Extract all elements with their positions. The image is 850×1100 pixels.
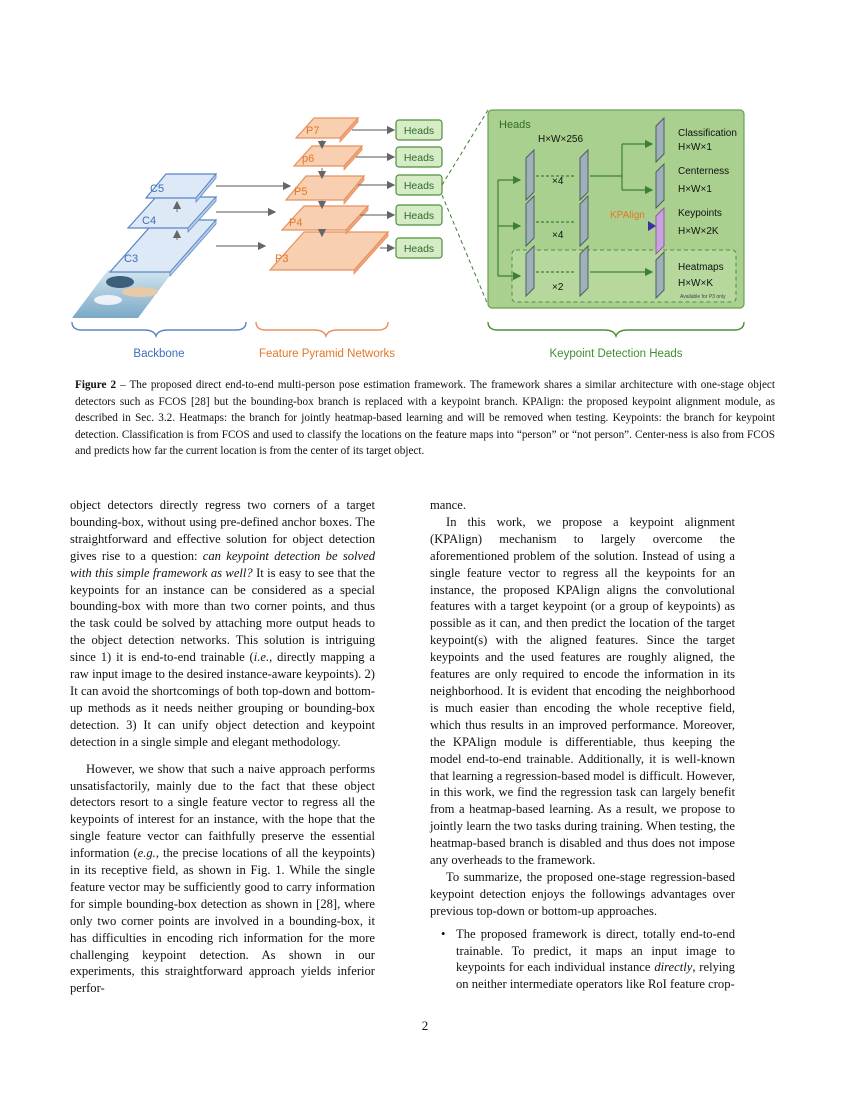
heads-box-p6: Heads xyxy=(395,146,443,168)
output-keypoints-name: Keypoints xyxy=(678,208,722,219)
right-paragraph-1: In this work, we propose a keypoint alig… xyxy=(430,514,735,868)
keypoints-output-map xyxy=(655,206,665,256)
heads-label: Keypoint Detection Heads xyxy=(550,348,683,360)
svg-text:Heads: Heads xyxy=(404,152,434,164)
fpn-to-heads-arrows xyxy=(352,125,396,253)
left-paragraph-1: object detectors directly regress two co… xyxy=(70,498,375,749)
left-paragraph-2: However, we show that such a naive appro… xyxy=(70,761,375,996)
p7-label: P7 xyxy=(306,125,319,137)
output-heatmaps-dims: H×W×K xyxy=(678,278,713,289)
heads-box-p3: Heads xyxy=(395,237,443,259)
left-column: object detectors directly regress two co… xyxy=(70,497,375,997)
p4-label: P4 xyxy=(289,217,302,229)
input-image xyxy=(72,270,174,318)
bullet-icon: • xyxy=(441,926,446,941)
repeat-x2: ×2 xyxy=(552,282,564,293)
svg-text:Heads: Heads xyxy=(404,210,434,222)
fpn-p7-layer: P7 xyxy=(294,116,360,144)
output-keypoints-dims: H×W×2K xyxy=(678,226,719,237)
kpalign-label: KPAlign xyxy=(610,210,645,221)
p3-only-note: Available for P3 only xyxy=(680,294,726,300)
heads-detail-panel: Heads H×W×256 xyxy=(487,109,745,309)
p5-label: P5 xyxy=(294,186,307,198)
output-classification-dims: H×W×1 xyxy=(678,142,712,153)
heatmap-branch-region xyxy=(511,249,737,303)
fpn-p5-layer: P5 xyxy=(284,174,366,206)
c4-label: C4 xyxy=(142,215,156,227)
caption-label: Figure 2 xyxy=(75,379,117,391)
backbone-brace xyxy=(71,321,247,339)
p6-label: p6 xyxy=(302,153,314,165)
svg-text:Heads: Heads xyxy=(404,125,434,137)
svg-text:Heads: Heads xyxy=(404,180,434,192)
right-paragraph-0: mance. xyxy=(430,498,467,512)
heads-box-p7: Heads xyxy=(395,119,443,141)
detail-title: Heads xyxy=(499,119,531,131)
fpn-label: Feature Pyramid Networks xyxy=(259,348,395,360)
backbone-c4-layer: C4 xyxy=(126,195,218,234)
architecture-diagram: C3 C4 C5 P3 P4 P5 p6 xyxy=(71,109,745,360)
lateral-connections xyxy=(216,181,292,251)
output-heatmaps-name: Heatmaps xyxy=(678,262,724,273)
heads-box-p4: Heads xyxy=(395,204,443,226)
fpn-p3-layer: P3 xyxy=(268,230,390,276)
backbone-c5-layer: C5 xyxy=(144,172,218,204)
fpn-p4-layer: P4 xyxy=(280,204,370,236)
heads-brace xyxy=(487,321,745,339)
backbone-label: Backbone xyxy=(133,348,184,360)
right-column: mance. In this work, we propose a keypoi… xyxy=(430,497,735,993)
figure-caption: Figure 2 – The proposed direct end-to-en… xyxy=(75,377,775,460)
output-centerness-name: Centerness xyxy=(678,166,729,177)
detail-connectors xyxy=(441,109,489,306)
repeat-x4-a: ×4 xyxy=(552,176,564,187)
figure-2: C3 C4 C5 P3 P4 P5 p6 xyxy=(60,100,800,370)
caption-text: – The proposed direct end-to-end multi-p… xyxy=(75,379,775,458)
advantages-list: •The proposed framework is direct, total… xyxy=(430,926,735,994)
output-centerness-dims: H×W×1 xyxy=(678,184,712,195)
c5-label: C5 xyxy=(150,183,164,195)
svg-text:Heads: Heads xyxy=(404,243,434,255)
output-classification-name: Classification xyxy=(678,128,737,139)
heads-box-p5: Heads xyxy=(395,174,443,196)
p3-label: P3 xyxy=(275,253,288,265)
repeat-x4-b: ×4 xyxy=(552,230,564,241)
list-item: •The proposed framework is direct, total… xyxy=(441,926,735,992)
fpn-brace xyxy=(255,321,389,339)
page-number: 2 xyxy=(421,1018,429,1033)
fpn-p6-layer: p6 xyxy=(292,144,364,172)
feature-dims: H×W×256 xyxy=(538,134,583,145)
c3-label: C3 xyxy=(124,253,138,265)
backbone-c3-layer: C3 xyxy=(108,218,218,278)
right-paragraph-2: To summarize, the proposed one-stage reg… xyxy=(430,869,735,918)
